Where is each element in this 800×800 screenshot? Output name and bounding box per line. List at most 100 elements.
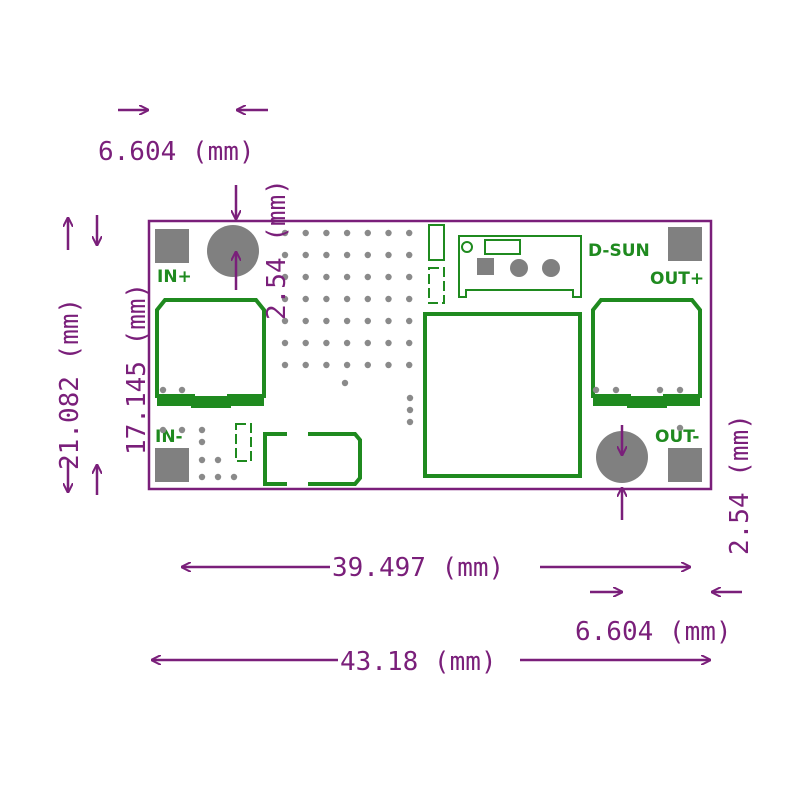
via-dot: [385, 361, 392, 369]
via-dot: [343, 317, 351, 325]
via-dot: [302, 295, 309, 303]
potentiometer-pin-3: [542, 259, 560, 277]
dimension-annotations: 6.604 (mm) 2.54 (mm) 21.082 (mm) 17.145 …: [55, 110, 755, 677]
via-dot: [323, 229, 330, 237]
via-dot: [406, 273, 413, 281]
potentiometer-pin-1: [477, 258, 494, 275]
potentiometer-pin-2: [510, 259, 528, 277]
pad-out-minus: [668, 448, 702, 482]
via-dot: [406, 229, 413, 237]
via-dot: [406, 317, 413, 325]
via-dot: [323, 317, 330, 325]
pad-in-minus: [155, 448, 189, 482]
via-dot: [406, 394, 414, 402]
via-dot: [159, 386, 167, 394]
via-dot: [592, 386, 600, 394]
dim-hole-spacing-horizontal: 39.497 (mm): [332, 553, 504, 583]
dim-bottom-hole-offset: 6.604 (mm): [575, 617, 732, 647]
via-dot: [343, 251, 351, 259]
via-dot: [406, 406, 414, 414]
via-dot: [364, 295, 371, 303]
dim-top-hole-offset: 6.604 (mm): [98, 137, 255, 167]
via-dot: [159, 426, 167, 434]
via-dot: [364, 229, 371, 237]
via-dot: [302, 339, 309, 347]
dim-bottom-hole-vertical: 2.54 (mm): [725, 414, 755, 555]
dim-board-height: 21.082 (mm): [55, 298, 85, 470]
dim-top-hole-vertical: 2.54 (mm): [262, 179, 292, 320]
via-dot: [214, 456, 222, 464]
via-dot: [385, 339, 392, 347]
via-dot: [656, 386, 664, 394]
inductor: [423, 312, 582, 478]
via-dot: [406, 251, 413, 259]
label-in-minus: IN-: [155, 427, 183, 447]
via-dot: [198, 438, 206, 446]
via-dot: [385, 251, 392, 259]
via-dot: [281, 361, 289, 369]
via-dot: [385, 317, 392, 325]
brand-label: D-SUN: [588, 241, 650, 261]
via-dot: [676, 424, 684, 432]
via-dot: [302, 273, 309, 281]
mounting-hole-bottom: [596, 431, 648, 483]
via-dot: [323, 361, 330, 369]
via-dot: [406, 361, 413, 369]
via-dot: [198, 426, 206, 434]
via-dot: [302, 317, 309, 325]
via-dot: [178, 426, 186, 434]
capacitor-right-band: [593, 396, 700, 406]
via-dot: [406, 339, 413, 347]
via-dot: [364, 251, 371, 259]
via-grid: [159, 229, 684, 481]
via-dot: [323, 295, 330, 303]
via-dot: [364, 317, 371, 325]
via-dot: [214, 473, 222, 481]
via-dot: [364, 339, 371, 347]
diode: [263, 432, 362, 486]
via-dot: [364, 361, 371, 369]
label-in-plus: IN+: [157, 267, 192, 287]
via-dot: [281, 229, 289, 237]
via-dot: [343, 229, 351, 237]
via-dot: [406, 295, 413, 303]
via-dot: [612, 386, 620, 394]
pad-out-plus: [668, 227, 702, 261]
mounting-hole-top: [207, 225, 259, 277]
potentiometer-outline: [458, 235, 582, 298]
resistor-2: [428, 267, 445, 304]
via-dot: [385, 295, 392, 303]
capacitor-left-band: [157, 396, 264, 406]
dim-hole-spacing-vertical: 17.145 (mm): [122, 283, 152, 455]
via-dot: [343, 295, 351, 303]
via-dot: [281, 317, 289, 325]
via-dot: [281, 295, 289, 303]
via-dot: [343, 361, 351, 369]
via-dot: [323, 339, 330, 347]
pad-in-plus: [155, 229, 189, 263]
via-dot: [385, 273, 392, 281]
via-dot: [406, 418, 414, 426]
via-dot: [198, 456, 206, 464]
via-dot: [281, 339, 289, 347]
via-dot: [343, 273, 351, 281]
via-dot: [302, 361, 309, 369]
via-dot: [230, 473, 238, 481]
via-dot: [676, 386, 684, 394]
via-dot: [385, 229, 392, 237]
via-dot: [323, 251, 330, 259]
via-dot: [341, 379, 349, 387]
via-dot: [281, 273, 289, 281]
via-dot: [343, 339, 351, 347]
potentiometer-marker: [461, 241, 473, 253]
via-dot: [281, 251, 289, 259]
via-dot: [302, 229, 309, 237]
label-out-minus: OUT-: [655, 427, 699, 447]
via-dot: [364, 273, 371, 281]
potentiometer-label-box: [484, 239, 521, 255]
resistor-1: [428, 224, 445, 261]
resistor-3: [235, 423, 252, 462]
dim-board-width: 43.18 (mm): [340, 647, 497, 677]
via-dot: [198, 473, 206, 481]
via-dot: [178, 386, 186, 394]
